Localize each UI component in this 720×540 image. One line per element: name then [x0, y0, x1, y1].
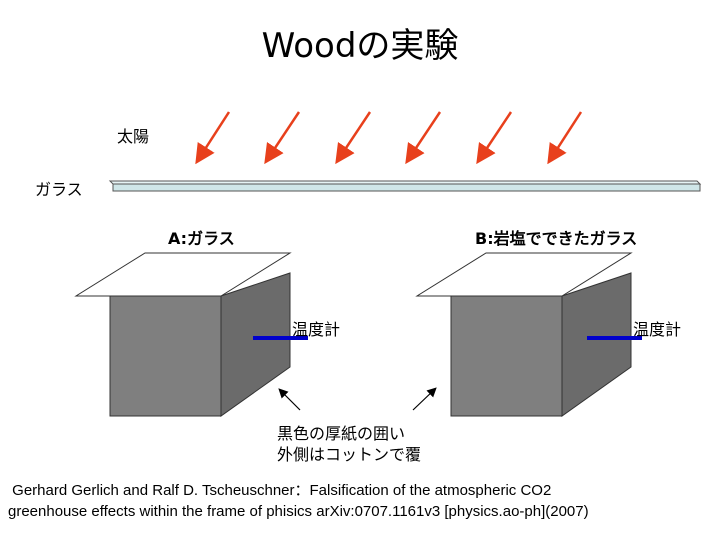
sun-ray: [195, 111, 231, 165]
box-b-label: B:岩塩でできたガラス: [475, 229, 638, 248]
box-note-line1: 黒色の厚紙の囲い: [277, 424, 406, 443]
box-a-label: A:ガラス: [168, 229, 235, 248]
box-b: [415, 252, 642, 417]
box-b-front: [450, 295, 563, 417]
box-a-front: [109, 295, 222, 417]
glass-label: ガラス: [35, 180, 83, 199]
citation: Gerhard Gerlich and Ralf D. Tscheuschner…: [8, 480, 718, 522]
note-arrows: [278, 387, 437, 411]
sun-ray: [476, 111, 513, 165]
box-a-side: [220, 272, 291, 417]
box-a-top-glass: [74, 252, 292, 297]
sun-ray: [547, 111, 583, 165]
citation-line1: Gerhard Gerlich and Ralf D. Tscheuschner…: [8, 482, 552, 499]
sun-rays: [195, 111, 583, 165]
citation-line2: greenhouse effects within the frame of p…: [8, 503, 589, 520]
box-b-side: [561, 272, 632, 417]
page-title: Woodの実験: [261, 26, 459, 66]
box-note-line2: 外側はコットンで覆: [277, 445, 422, 464]
sun-ray: [335, 111, 372, 165]
sun-ray: [264, 111, 301, 165]
box-a: [74, 252, 308, 417]
thermometer-label-b: 温度計: [633, 320, 682, 339]
note-arrow-b: [412, 387, 437, 411]
sun-label: 太陽: [117, 127, 150, 146]
sun-ray: [405, 111, 442, 165]
box-b-top-glass: [415, 252, 633, 297]
thermometer-label-a: 温度計: [292, 320, 341, 339]
glass-pane: [108, 180, 702, 192]
note-arrow-a: [278, 388, 301, 411]
